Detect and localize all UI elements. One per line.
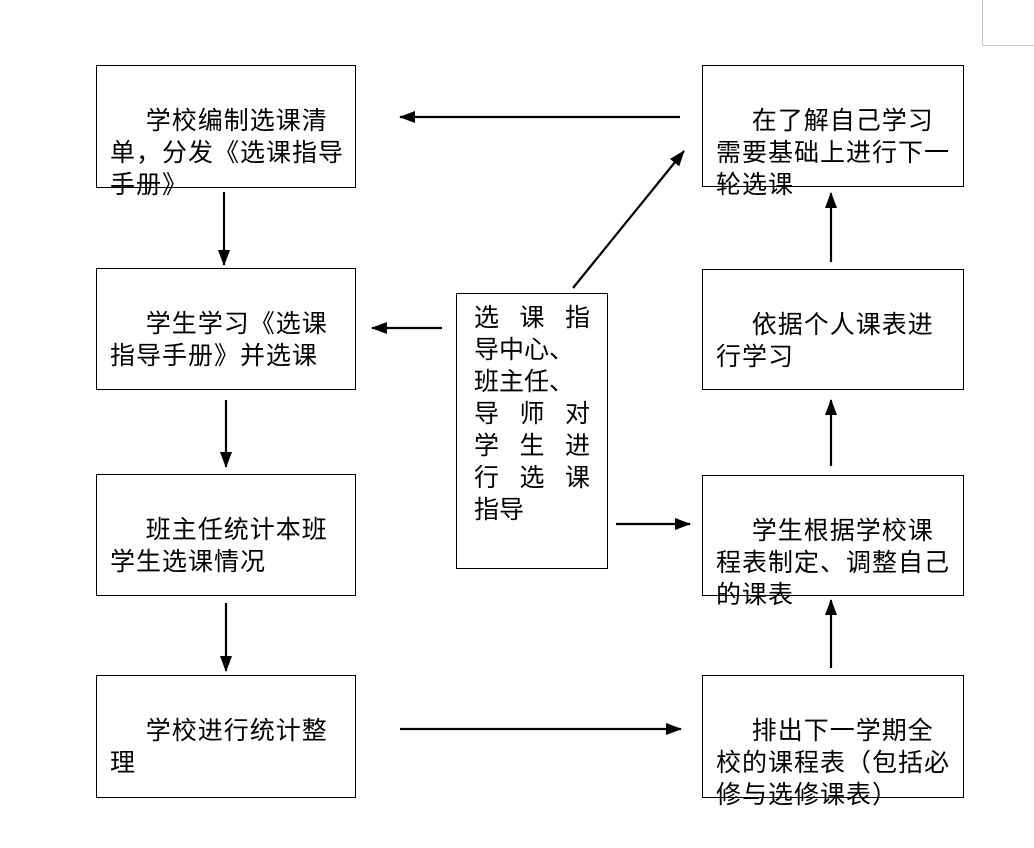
- center-line-5-char: 生: [519, 431, 545, 460]
- box-student-study: 学生学习《选课指导手册》并选课: [96, 268, 356, 390]
- center-line-4: 导师对: [474, 398, 590, 430]
- center-line-5-char: 学: [474, 431, 500, 460]
- center-line-6-char: 选: [519, 463, 545, 492]
- box-student-schedule-text: 学生根据学校课程表制定、调整自己的课表: [716, 516, 951, 609]
- arrow-center-to-next-round: [572, 150, 685, 289]
- center-line-6-char: 课: [564, 463, 590, 492]
- center-line-5-char: 进: [564, 431, 590, 460]
- box-study-by-schedule-text: 依据个人课表进行学习: [716, 310, 934, 371]
- box-guidance-center: 选课指 导中心、 班主任、 导师对 学生进 行选课 指导: [456, 293, 608, 569]
- box-student-schedule: 学生根据学校课程表制定、调整自己的课表: [702, 475, 964, 609]
- center-line-1-char: 选: [474, 303, 500, 332]
- center-line-1-char: 指: [564, 303, 590, 332]
- box-study-by-schedule: 依据个人课表进行学习: [702, 269, 964, 390]
- box-school-organize: 学校进行统计整理: [96, 675, 356, 798]
- box-arrange-timetable: 排出下一学期全校的课程表（包括必修与选修课表）: [702, 675, 964, 809]
- center-line-6-char: 行: [474, 463, 500, 492]
- center-line-7: 指导: [474, 495, 525, 524]
- center-line-2: 导中心、: [474, 335, 575, 364]
- center-line-4-char: 导: [474, 399, 500, 428]
- center-line-4-char: 师: [519, 399, 545, 428]
- box-teacher-stats: 班主任统计本班学生选课情况: [96, 474, 356, 596]
- box-next-round-text: 在了解自己学习需要基础上进行下一轮选课: [716, 106, 951, 199]
- center-line-4-char: 对: [564, 399, 590, 428]
- center-line-5: 学生进: [474, 430, 590, 462]
- center-line-1-char: 课: [519, 303, 545, 332]
- corner-frame-mark: [982, 0, 1034, 46]
- box-teacher-stats-text: 班主任统计本班学生选课情况: [110, 515, 328, 576]
- box-school-compile-text: 学校编制选课清单，分发《选课指导手册》: [110, 106, 345, 199]
- center-line-1: 选课指: [474, 302, 590, 334]
- center-line-6: 行选课: [474, 462, 590, 494]
- box-school-organize-text: 学校进行统计整理: [110, 716, 328, 777]
- box-next-round: 在了解自己学习需要基础上进行下一轮选课: [702, 65, 964, 199]
- box-student-study-text: 学生学习《选课指导手册》并选课: [110, 309, 328, 370]
- center-line-3: 班主任、: [474, 367, 575, 396]
- box-arrange-timetable-text: 排出下一学期全校的课程表（包括必修与选修课表）: [716, 716, 951, 809]
- box-school-compile: 学校编制选课清单，分发《选课指导手册》: [96, 65, 356, 199]
